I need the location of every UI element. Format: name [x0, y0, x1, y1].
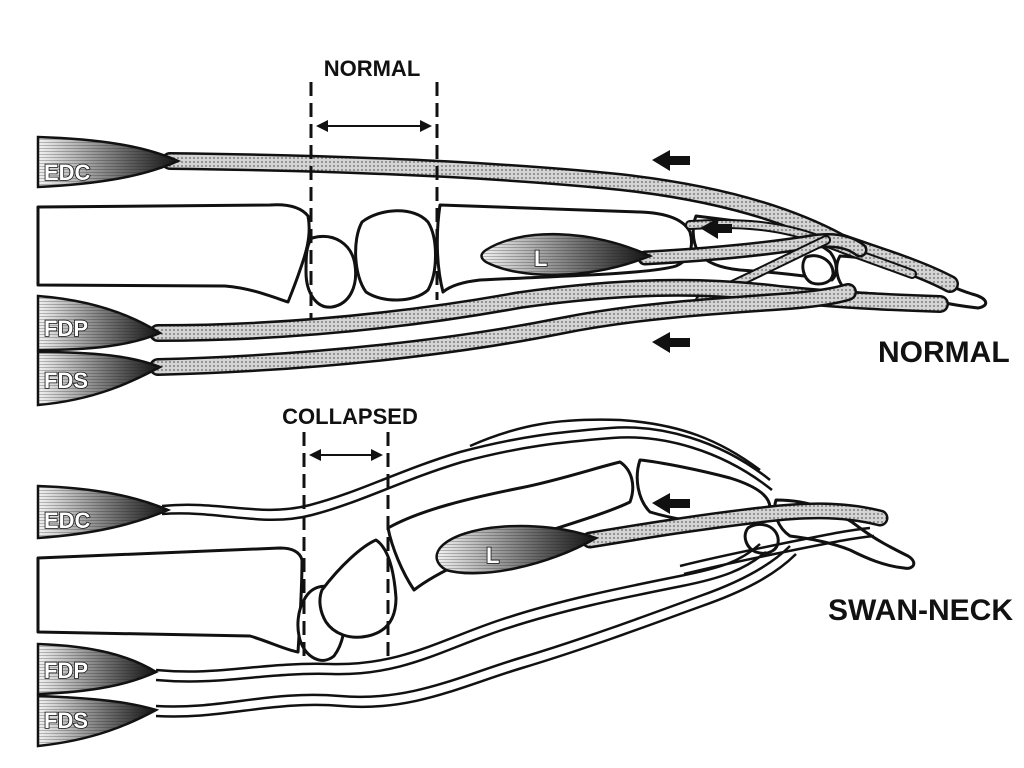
fdp-label-normal: FDP: [44, 316, 88, 341]
edc-label-normal: EDC: [44, 160, 91, 185]
normal-zone-indicator: NORMAL: [309, 56, 439, 318]
fds-label-collapsed: FDS: [44, 708, 88, 733]
zone-label-normal: NORMAL: [324, 56, 421, 81]
arrow-left-icon: [700, 218, 732, 239]
metacarpal-bone: [36, 203, 311, 304]
edc-tendon-collapsed: [161, 426, 771, 512]
mcp-joint-piece-1: [304, 235, 358, 309]
fdp-label-collapsed: FDP: [44, 658, 88, 683]
metacarpal-bone-collapsed: [36, 546, 304, 654]
collapsed-joint-piece-2: [318, 538, 398, 639]
normal-tendons: [149, 152, 959, 376]
edc-label-collapsed: EDC: [44, 508, 91, 533]
caption-swan-neck: SWAN-NECK: [828, 594, 1013, 627]
arrow-left-icon: [652, 493, 690, 514]
pip-joint-piece: [801, 254, 835, 286]
fds-tendon-collapsed: [155, 545, 791, 708]
arrow-left-icon: [652, 150, 690, 171]
zone-label-collapsed: COLLAPSED: [282, 404, 418, 429]
mcp-joint-piece-2: [354, 209, 437, 302]
swan-neck-muscles: EDC FDP FDS L: [36, 484, 599, 748]
swan-neck-slack-tendons: [155, 418, 875, 718]
normal-force-arrows: [652, 150, 732, 353]
caption-normal: NORMAL: [878, 336, 1010, 369]
collapsed-zone-indicator: COLLAPSED: [282, 404, 418, 662]
fdp-tendon-collapsed: [155, 543, 761, 673]
normal-finger-panel: EDC FDP FDS L NORMAL NORMAL: [36, 56, 1010, 407]
normal-muscles: EDC FDP FDS L: [36, 135, 654, 407]
arrow-left-icon: [652, 332, 690, 353]
fds-label-normal: FDS: [44, 368, 88, 393]
swan-neck-finger-panel: EDC FDP FDS L COLLAPSED SWAN-NECK: [36, 404, 1013, 748]
lumbrical-label-collapsed: L: [486, 543, 499, 568]
lumbrical-label-normal: L: [534, 246, 547, 271]
